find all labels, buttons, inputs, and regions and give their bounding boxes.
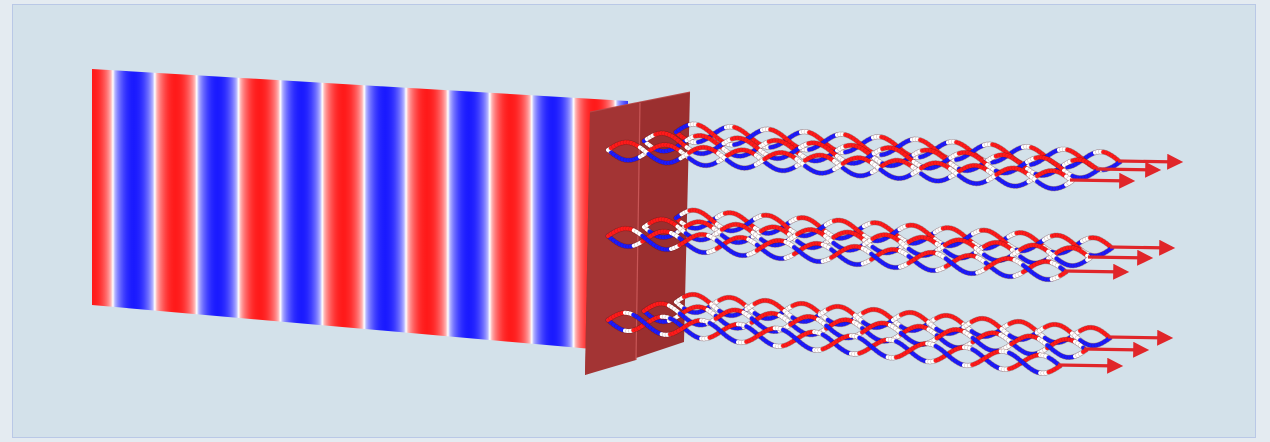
ray-arrow-3-3 — [1057, 357, 1124, 374]
ray-3-3 — [605, 310, 1124, 376]
ray-arrow-1-1 — [1117, 153, 1184, 170]
ray-arrow-1-3 — [1069, 172, 1136, 189]
beam-group-3 — [605, 291, 1174, 376]
ray-beams — [605, 121, 1184, 376]
ray-arrow-2-2 — [1087, 249, 1154, 266]
field-slab-face — [92, 69, 628, 352]
ray-arrow-3-1 — [1107, 329, 1174, 346]
port-plate-edge — [589, 91, 691, 113]
ray-arrow-1-2 — [1095, 161, 1162, 178]
ray-arrow-3-2 — [1083, 341, 1150, 358]
ray-2-3 — [605, 225, 1130, 283]
beam-group-1 — [605, 121, 1184, 192]
ray-1-3 — [605, 139, 1136, 192]
ray-arrow-2-3 — [1063, 263, 1130, 280]
ray-1-2 — [641, 130, 1162, 181]
beam-group-2 — [605, 207, 1176, 283]
ray-arrow-2-1 — [1109, 239, 1176, 256]
field-slab — [92, 69, 628, 352]
